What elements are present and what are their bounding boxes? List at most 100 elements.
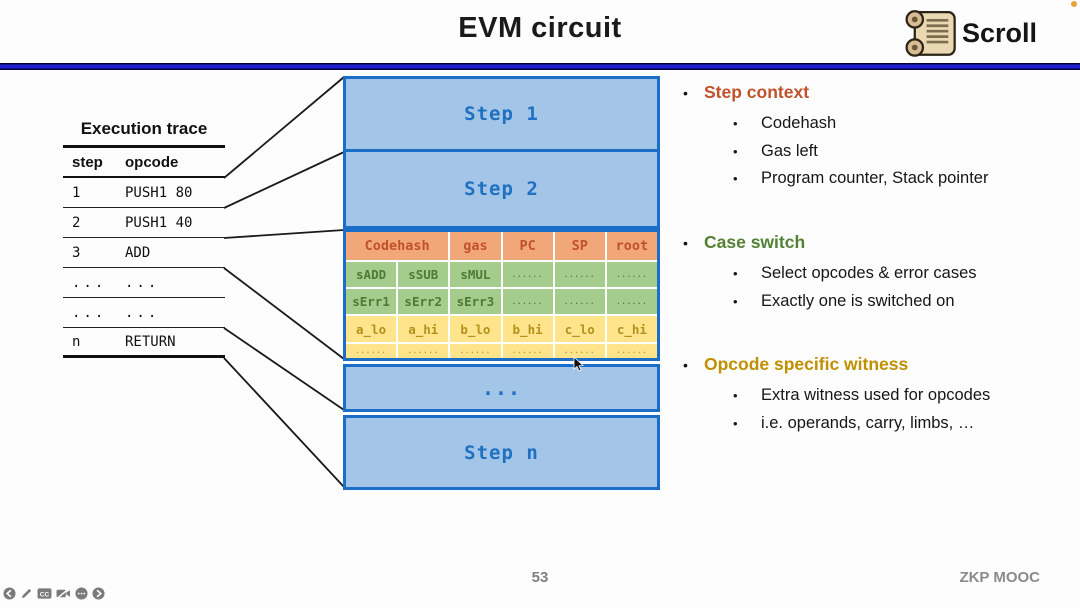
trace-opcode: ADD [125,244,151,261]
table-cell: a_lo [346,316,397,342]
table-cell: ...... [606,262,657,287]
bullet-marker: • [683,235,688,251]
bullet-marker: • [683,85,688,101]
bullet-item: Select opcodes & error cases [761,264,977,282]
forward-icon[interactable] [92,587,105,600]
table-cell: a_hi [398,316,449,342]
table-cell: ...... [606,289,657,314]
bullet-heading: Case switch [704,232,806,252]
step-detail-table: Codehash gas PC SP root sADD sSUB sMUL .… [343,229,660,361]
trace-step: 3 [72,244,81,261]
bullet-item: Exactly one is switched on [761,291,955,310]
table-cell: ...... [554,344,605,358]
bullet-group-step-context: • Step context • Codehash • Gas left • P… [683,82,1080,193]
table-cell: c_lo [554,316,605,342]
table-cell: ...... [450,344,501,358]
table-cell: ...... [554,289,605,314]
execution-trace-table: Execution trace step opcode 1 PUSH1 80 2… [63,113,225,358]
corner-dot [1071,1,1077,7]
trace-step: 1 [72,184,81,201]
back-icon[interactable] [3,587,16,600]
bullet-marker: • [683,357,688,373]
scroll-parchment-icon [905,10,956,57]
stepn-box: Step n [343,415,660,490]
bullet-item: Codehash [761,114,837,132]
bullet-group-opcode-witness: • Opcode specific witness • Extra witnes… [683,354,1080,437]
table-cell: ...... [554,262,605,287]
trace-col-opcode: opcode [125,153,179,171]
page-title: EVM circuit [458,12,622,44]
bullet-marker: • [733,143,738,159]
bullet-marker: • [733,388,738,403]
page-number: 53 [531,569,549,586]
scroll-logo: Scroll [903,5,1037,61]
table-cell: sErr3 [450,289,501,314]
course-brand: ZKP MOOC [959,569,1040,586]
trace-step: n [72,333,81,350]
trace-step: ... [72,304,107,321]
bullet-item: Program counter, Stack pointer [761,169,989,187]
table-row: ... ... [63,298,225,328]
trace-opcode: PUSH1 80 [125,184,193,201]
table-row: 2 PUSH1 40 [63,208,225,238]
table-cell: sErr2 [398,289,449,314]
step1-label: Step 1 [464,103,539,125]
header-divider [0,63,1080,70]
table-row: ... ... [63,268,225,298]
col-pc: PC [502,232,553,260]
bullet-marker: • [733,171,738,186]
table-cell: ...... [606,344,657,358]
pen-icon[interactable] [20,587,33,600]
ellipsis-box: ... [343,364,660,412]
table-row: n RETURN [63,328,225,358]
step1-box: Step 1 [343,76,660,152]
more-icon[interactable] [75,587,88,600]
table-row: 3 ADD [63,238,225,268]
table-cell: c_hi [606,316,657,342]
table-cell: ...... [398,344,449,358]
table-cell: b_hi [502,316,553,342]
table-cell: ...... [502,344,553,358]
table-cell: b_lo [450,316,501,342]
trace-opcode: PUSH1 40 [125,214,193,231]
table-row: 1 PUSH1 80 [63,178,225,208]
table-cell: sADD [346,262,397,287]
trace-step: 2 [72,214,81,231]
bullet-heading: Step context [704,82,810,102]
trace-col-step: step [72,153,103,171]
stepn-label: Step n [464,441,539,464]
trace-header-row: step opcode [63,148,225,178]
col-gas: gas [450,232,501,260]
trace-opcode: RETURN [125,333,176,350]
step2-box: Step 2 [343,149,660,229]
bullet-marker: • [733,415,738,431]
ellipsis-label: ... [481,376,522,400]
trace-opcode: ... [125,274,160,291]
table-cell: ...... [346,344,397,358]
table-cell: sMUL [450,262,501,287]
execution-trace-title: Execution trace [63,113,225,148]
trace-opcode: ... [125,304,160,321]
table-cell: sSUB [398,262,449,287]
scroll-logo-text: Scroll [962,17,1038,48]
trace-step: ... [72,274,107,291]
table-cell: ...... [502,262,553,287]
camera-off-icon[interactable] [56,587,71,600]
bullet-item: i.e. operands, carry, limbs, … [761,413,975,432]
bullet-marker: • [733,293,738,309]
bullet-heading: Opcode specific witness [704,354,909,374]
table-cell: ...... [502,289,553,314]
col-sp: SP [554,232,605,260]
table-cell: sErr1 [346,289,397,314]
bullet-group-case-switch: • Case switch • Select opcodes & error c… [683,232,1080,315]
svg-text:CC: CC [40,591,50,598]
step2-label: Step 2 [464,178,539,200]
col-codehash: Codehash [346,232,449,260]
captions-icon[interactable]: CC [37,587,52,600]
bullet-item: Gas left [761,141,818,160]
bullet-item: Extra witness used for opcodes [761,386,991,404]
col-root: root [606,232,657,260]
player-controls: CC [3,587,105,600]
bullet-marker: • [733,116,738,131]
